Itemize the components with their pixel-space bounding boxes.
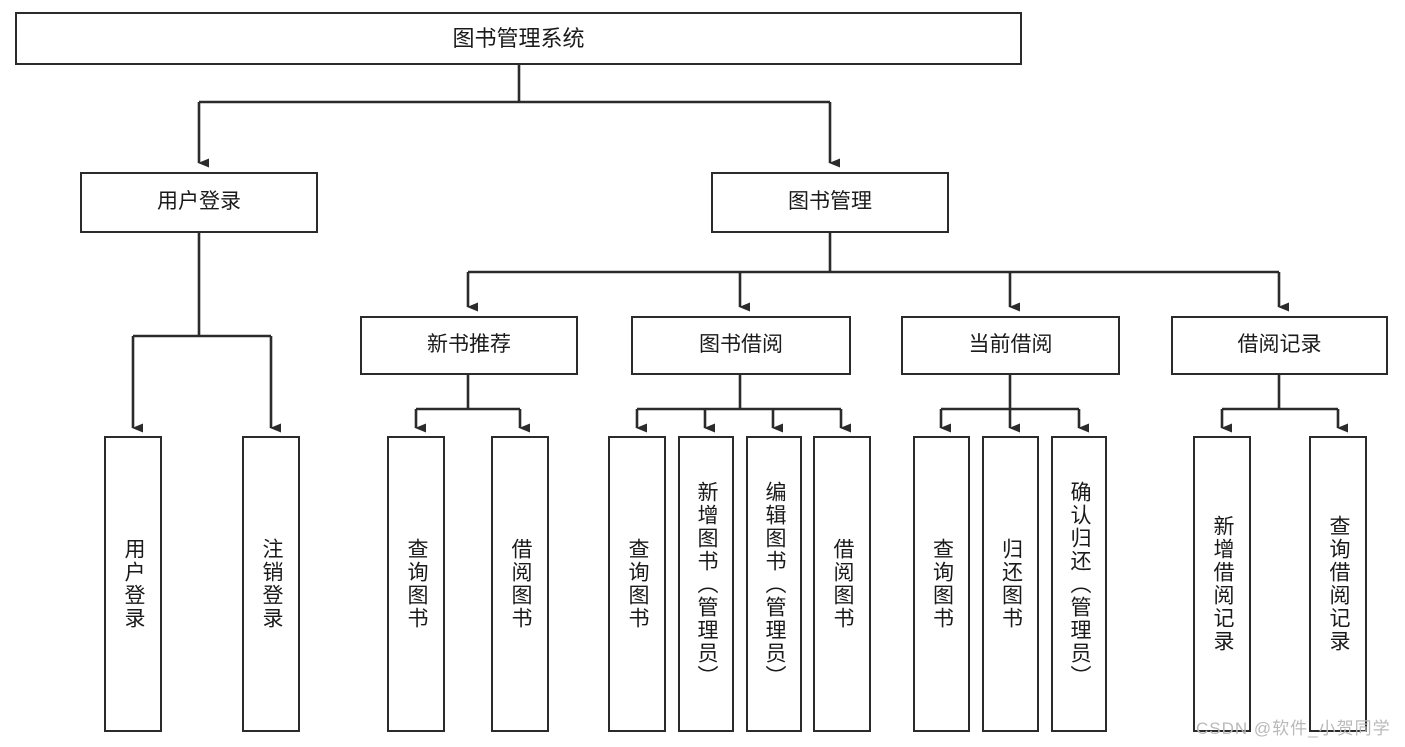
leaf-br-add-record-label: 新增借阅记录 bbox=[1211, 515, 1235, 653]
leaf-bb-edit-book[interactable]: 编辑图书（管理员） bbox=[746, 436, 802, 732]
csdn-watermark-text: CSDN @软件_小贺同学 bbox=[1196, 719, 1391, 738]
node-root-system[interactable]: 图书管理系统 bbox=[15, 12, 1022, 65]
leaf-nb-query-book[interactable]: 查询图书 bbox=[387, 436, 445, 732]
leaf-user-login[interactable]: 用户登录 bbox=[104, 436, 162, 732]
leaf-cb-return-book-label: 归还图书 bbox=[999, 538, 1023, 630]
node-borrow-record-label: 借阅记录 bbox=[1237, 333, 1322, 357]
node-root-system-label: 图书管理系统 bbox=[452, 25, 585, 51]
leaf-logout[interactable]: 注销登录 bbox=[242, 436, 300, 732]
node-new-book-recommend-label: 新书推荐 bbox=[427, 333, 511, 357]
node-new-book-recommend[interactable]: 新书推荐 bbox=[360, 316, 578, 375]
leaf-bb-edit-book-label: 编辑图书（管理员） bbox=[763, 480, 787, 688]
node-user-login-label: 用户登录 bbox=[157, 190, 241, 214]
leaf-bb-borrow-book-label: 借阅图书 bbox=[831, 538, 855, 630]
leaf-bb-query-book[interactable]: 查询图书 bbox=[608, 436, 666, 732]
leaf-nb-query-book-label: 查询图书 bbox=[405, 538, 429, 630]
leaf-cb-query-book[interactable]: 查询图书 bbox=[913, 436, 970, 732]
leaf-cb-confirm-return-label: 确认归还（管理员） bbox=[1068, 480, 1092, 688]
leaf-cb-confirm-return[interactable]: 确认归还（管理员） bbox=[1051, 436, 1107, 732]
csdn-watermark: CSDN @软件_小贺同学 bbox=[1196, 714, 1391, 739]
leaf-bb-add-book[interactable]: 新增图书（管理员） bbox=[678, 436, 734, 732]
leaf-br-add-record[interactable]: 新增借阅记录 bbox=[1193, 436, 1251, 732]
leaf-bb-borrow-book[interactable]: 借阅图书 bbox=[813, 436, 871, 732]
leaf-logout-label: 注销登录 bbox=[260, 538, 284, 630]
leaf-cb-return-book[interactable]: 归还图书 bbox=[982, 436, 1039, 732]
leaf-br-query-record[interactable]: 查询借阅记录 bbox=[1309, 436, 1367, 732]
leaf-nb-borrow-book[interactable]: 借阅图书 bbox=[491, 436, 549, 732]
node-user-login[interactable]: 用户登录 bbox=[80, 172, 318, 233]
leaf-nb-borrow-book-label: 借阅图书 bbox=[509, 538, 533, 630]
leaf-cb-query-book-label: 查询图书 bbox=[930, 538, 954, 630]
leaf-br-query-record-label: 查询借阅记录 bbox=[1327, 515, 1351, 653]
node-current-borrow-label: 当前借阅 bbox=[968, 333, 1053, 357]
node-borrow-record[interactable]: 借阅记录 bbox=[1171, 316, 1388, 375]
leaf-user-login-label: 用户登录 bbox=[122, 538, 146, 630]
node-book-borrow-label: 图书借阅 bbox=[699, 333, 783, 357]
node-book-borrow[interactable]: 图书借阅 bbox=[631, 316, 851, 375]
leaf-bb-add-book-label: 新增图书（管理员） bbox=[695, 480, 719, 688]
node-book-manage[interactable]: 图书管理 bbox=[711, 172, 949, 233]
node-current-borrow[interactable]: 当前借阅 bbox=[901, 316, 1120, 375]
leaf-bb-query-book-label: 查询图书 bbox=[626, 538, 650, 630]
node-book-manage-label: 图书管理 bbox=[788, 190, 872, 214]
